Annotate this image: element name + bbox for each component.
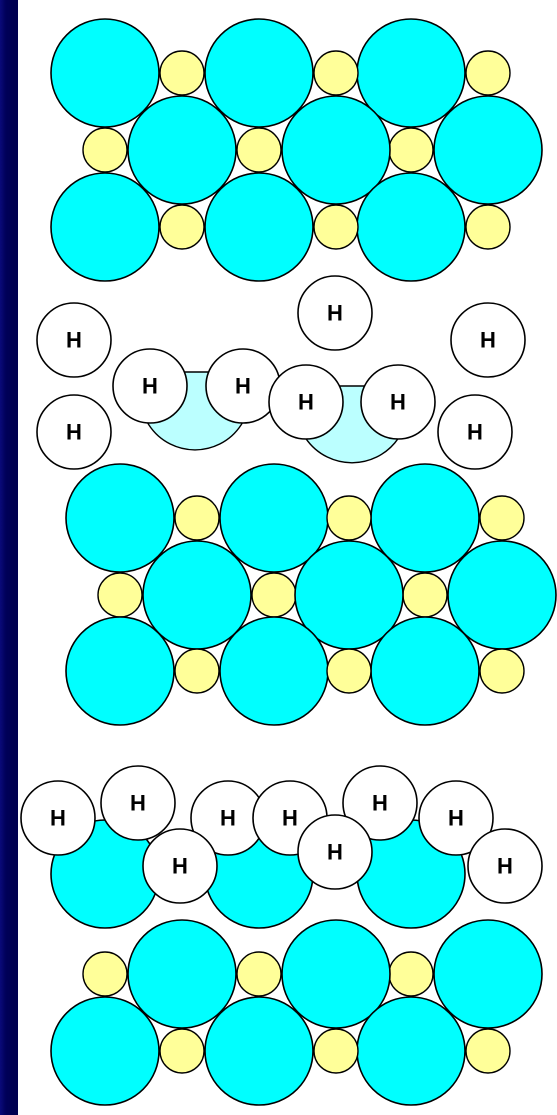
small-atom — [236, 951, 282, 997]
small-atom — [465, 1028, 511, 1074]
small-atom — [326, 495, 372, 541]
metal-atom — [281, 95, 391, 205]
hydrogen-atom-circle — [297, 275, 373, 351]
hydrogen-atom-circle — [36, 302, 112, 378]
hydrogen-atom: H — [268, 364, 344, 440]
metal-atom — [50, 172, 160, 282]
hydrogen-atom: H — [467, 828, 543, 904]
small-atom — [82, 127, 128, 173]
hydrogen-atom: H — [297, 814, 373, 890]
small-atom — [388, 951, 434, 997]
hydrogen-atom-circle — [100, 765, 176, 841]
hydrogen-atom: H — [36, 302, 112, 378]
hydrogen-atom: H — [360, 364, 436, 440]
hydrogen-label: H — [50, 806, 66, 831]
hydrogen-atom-circle — [36, 394, 112, 470]
hydrogen-label: H — [66, 420, 82, 445]
hydrogen-label: H — [327, 840, 343, 865]
metal-atom — [356, 996, 466, 1106]
metal-atom — [433, 919, 543, 1029]
small-atom — [479, 648, 525, 694]
hydrogen-atom-circle — [360, 364, 436, 440]
metal-atom — [281, 919, 391, 1029]
metal-atom — [370, 616, 480, 726]
hydrogen-atom: H — [100, 765, 176, 841]
small-atom — [388, 127, 434, 173]
small-atom — [159, 204, 205, 250]
small-atom — [465, 50, 511, 96]
metal-atom — [50, 996, 160, 1106]
metal-atom — [433, 95, 543, 205]
hydrogen-label: H — [390, 390, 406, 415]
hydrogen-atom: H — [20, 780, 96, 856]
hydrogen-atom-circle — [142, 828, 218, 904]
small-atom — [159, 50, 205, 96]
small-atom — [97, 572, 143, 618]
hydrogen-atom-circle — [342, 765, 418, 841]
small-atom — [465, 204, 511, 250]
small-atom — [82, 951, 128, 997]
small-atom — [174, 495, 220, 541]
metal-atom — [356, 172, 466, 282]
hydrogen-atom: H — [418, 780, 494, 856]
small-atom — [174, 648, 220, 694]
metal-atom — [127, 95, 237, 205]
hydrogen-label: H — [130, 791, 146, 816]
hydrogen-label: H — [467, 420, 483, 445]
hydrogen-atom: H — [205, 348, 281, 424]
hydrogen-label: H — [448, 806, 464, 831]
small-atom — [326, 648, 372, 694]
hydrogen-label: H — [172, 854, 188, 879]
hydrogen-atom-circle — [268, 364, 344, 440]
hydrogen-label: H — [235, 374, 251, 399]
metal-atom — [65, 463, 175, 573]
small-atom — [479, 495, 525, 541]
small-atom — [402, 572, 448, 618]
hydrogen-label: H — [298, 390, 314, 415]
hydrogen-atom-circle — [418, 780, 494, 856]
hydrogen-atom-circle — [437, 394, 513, 470]
hydrogen-label: H — [327, 301, 343, 326]
panel-clean-surface — [50, 18, 543, 282]
metal-atom — [204, 172, 314, 282]
hydrogen-label: H — [372, 791, 388, 816]
hydrogen-label: H — [66, 328, 82, 353]
hydrogen-atom-circle — [297, 814, 373, 890]
hydrogen-atom: H — [142, 828, 218, 904]
hydrogen-atom: H — [112, 348, 188, 424]
hydrogen-atom-circle — [467, 828, 543, 904]
hydrogen-atom-circle — [112, 348, 188, 424]
panel-dissociative-adsorption: H H H H H H H H H — [36, 275, 557, 726]
metal-atom — [65, 616, 175, 726]
small-atom — [159, 1028, 205, 1074]
panel-covered-surface: H H H H H H H H H — [20, 765, 543, 1106]
metal-atom — [127, 919, 237, 1029]
metal-atom — [204, 18, 314, 128]
metal-atom — [50, 18, 160, 128]
hydrogen-atom-circle — [450, 302, 526, 378]
hydrogen-label: H — [282, 806, 298, 831]
hydrogen-atom-circle — [20, 780, 96, 856]
hydrogen-label: H — [480, 328, 496, 353]
hydrogen-atom: H — [437, 394, 513, 470]
hydrogen-label: H — [142, 374, 158, 399]
small-atom — [313, 1028, 359, 1074]
small-atom — [236, 127, 282, 173]
metal-atom — [204, 996, 314, 1106]
small-atom — [313, 50, 359, 96]
metal-atom — [219, 616, 329, 726]
hydrogen-atom: H — [297, 275, 373, 351]
small-atom — [251, 572, 297, 618]
small-atom — [313, 204, 359, 250]
hydrogen-label: H — [220, 806, 236, 831]
hydrogen-atom: H — [190, 780, 266, 856]
hydrogen-label: H — [497, 854, 513, 879]
hydrogen-atom: H — [450, 302, 526, 378]
hydrogen-atom: H — [36, 394, 112, 470]
hydrogen-atom: H — [342, 765, 418, 841]
